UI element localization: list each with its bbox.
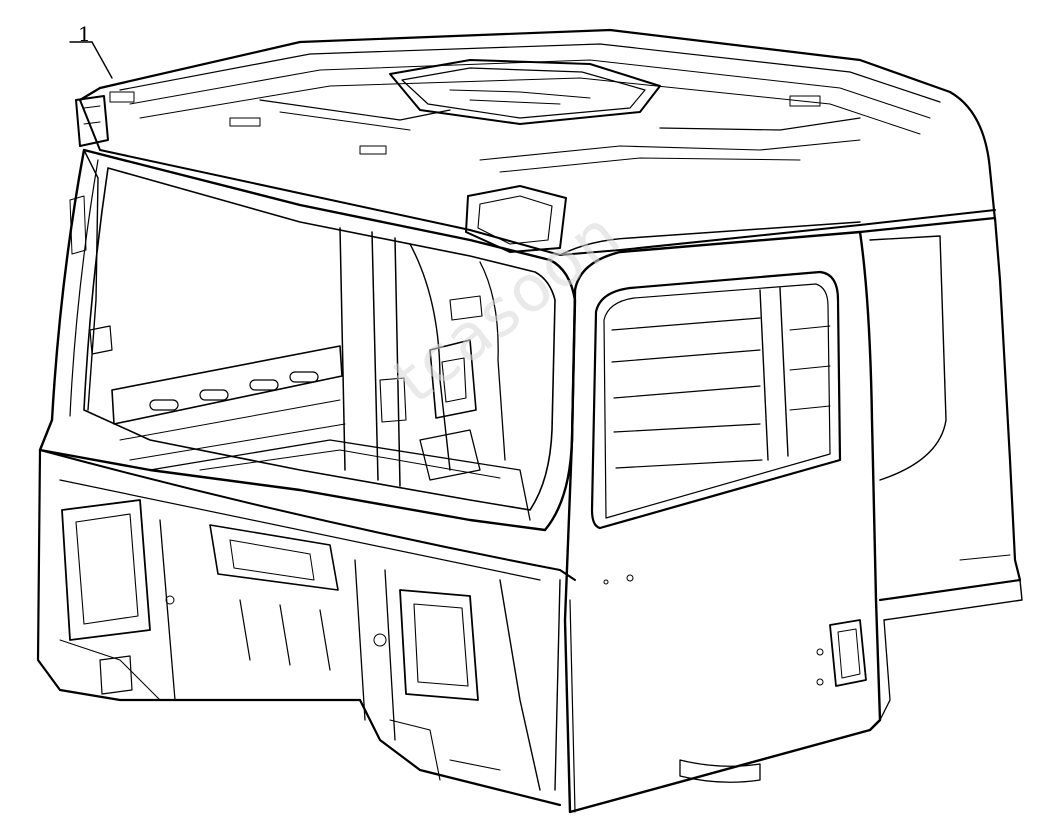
callout-leader: [69, 41, 113, 79]
floor-pan: [679, 759, 761, 783]
front-lower-structure: [36, 448, 576, 807]
side-door: [554, 230, 882, 814]
callout-number-1: 1: [78, 22, 91, 46]
interior-rear-wall: [111, 227, 531, 521]
windshield-frame: [38, 148, 577, 532]
left-a-pillar: [69, 149, 113, 411]
roof-panel: [78, 28, 997, 256]
rear-side-panel: [858, 216, 1023, 721]
mirror-mount-brackets: [75, 95, 567, 253]
